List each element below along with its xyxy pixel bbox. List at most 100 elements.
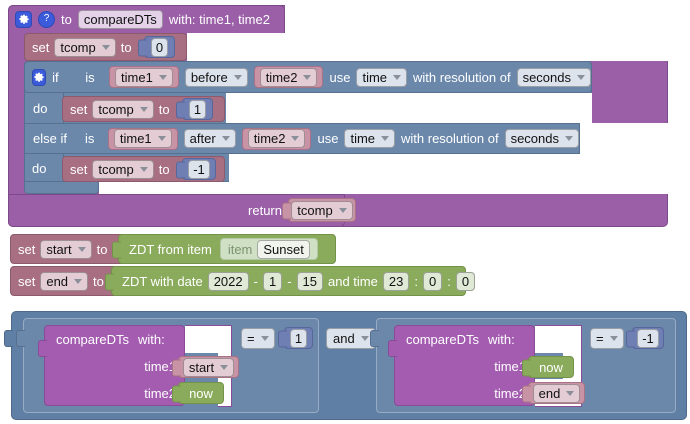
procedure-header[interactable]: ? to compareDTs with: time1, time2 [8,5,285,33]
variable-getter-time1[interactable]: time1 [109,66,179,88]
procedure-name-field[interactable]: compareDTs [77,9,163,29]
variable-dropdown[interactable]: tcomp [54,37,116,57]
variable-getter-time1[interactable]: time1 [107,127,178,150]
variable-getter-return[interactable]: tcomp [282,198,356,222]
operator-value: = [247,331,255,346]
set-end-block[interactable]: set end to [10,266,120,296]
variable-dropdown[interactable]: tcomp [92,99,154,119]
variable-getter-time2[interactable]: time2 [253,66,324,88]
number-block-compare-2[interactable]: -1 [626,327,664,349]
and-operator-dropdown[interactable]: and [326,328,376,349]
value-plug [105,273,114,291]
number-field[interactable]: 1 [188,99,207,119]
variable-getter-end[interactable]: end [522,382,585,404]
chevron-down-icon [303,74,312,80]
zdt-from-item-label: ZDT from item [129,241,212,257]
now-block-1[interactable]: now [172,382,224,404]
time-separator: : [447,273,451,289]
date-separator: - [287,273,292,289]
else-if-condition-row[interactable]: else if is time1 after time2 use time wi [24,123,580,154]
row-gap-1 [187,33,668,61]
resolution-dropdown[interactable]: seconds [504,129,579,148]
day-field[interactable]: 15 [296,271,323,291]
use-dropdown[interactable]: time [356,67,408,87]
variable-dropdown[interactable]: time2 [247,129,306,148]
number-block-1[interactable]: 1 [176,98,213,120]
variable-dropdown[interactable]: start [182,357,235,377]
equality-operator-dropdown-2[interactable]: = [590,328,624,349]
operator-value: before [190,69,228,85]
number-block-minus-1[interactable]: -1 [176,158,216,180]
now-label: now [189,385,213,401]
value-plug [626,330,635,348]
second-field[interactable]: 0 [455,271,476,291]
time-separator: : [414,273,418,289]
variable-dropdown[interactable]: start [40,239,92,259]
is-label: is [85,69,95,85]
resolution-dropdown[interactable]: seconds [516,67,591,87]
help-icon[interactable]: ? [38,10,55,28]
item-name-field[interactable]: Sunset [257,239,310,259]
year-field[interactable]: 2022 [207,271,249,291]
number-field[interactable]: -1 [188,159,210,179]
variable-dropdown[interactable]: time1 [115,67,173,87]
variable-getter-start[interactable]: start [172,356,239,378]
and-time-label: and time [328,273,378,289]
variable-dropdown[interactable]: end [532,383,581,403]
if-do-row-1[interactable]: do [24,93,64,123]
to-label: to [158,161,170,177]
zdt-from-item-block[interactable]: ZDT from item item Sunset [112,234,336,264]
resolution-label: with resolution of [401,131,499,146]
procedure-call-block-1[interactable]: compareDTs with: time1 time2 [38,325,185,406]
comparison-operator-dropdown[interactable]: after [183,129,236,148]
variable-dropdown[interactable]: time2 [259,67,318,87]
do-label: do [33,100,48,116]
variable-getter-time2[interactable]: time2 [241,127,312,150]
gear-icon[interactable] [15,10,32,28]
minute-field[interactable]: 0 [422,271,443,291]
procedure-call-block-2[interactable]: compareDTs with: time1 time2 [388,325,535,406]
gear-icon[interactable] [32,68,47,86]
set-start-block[interactable]: set start to [10,234,127,264]
use-value: time [350,131,376,146]
variable-name: start [46,241,72,257]
variable-name: end [538,385,561,401]
variable-dropdown[interactable]: tcomp [291,200,353,220]
chevron-down-icon [220,364,229,370]
to-label: to [120,39,132,55]
variable-name: tcomp [98,161,134,177]
zdt-with-date-block[interactable]: ZDT with date 2022 - 1 - 15 and time 23 … [105,266,476,296]
use-dropdown[interactable]: time [344,129,396,148]
hour-field[interactable]: 23 [382,271,410,291]
number-field[interactable]: -1 [637,328,659,348]
call-arg-label-time2: time2 [144,386,176,401]
operator-value: after [189,131,216,146]
variable-name: end [46,273,69,289]
number-block-compare-1[interactable]: 1 [278,327,313,349]
variable-name: tcomp [60,39,96,55]
if-do-row-2[interactable] [24,154,64,182]
variable-dropdown[interactable]: end [40,271,89,291]
chevron-down-icon [74,278,83,284]
number-field[interactable]: 1 [289,328,308,348]
chevron-down-icon [233,74,242,80]
chevron-down-icon [158,74,167,80]
if-condition-row[interactable]: if is time1 before time2 use time with r [24,61,592,93]
to-label: to [96,241,108,257]
month-field[interactable]: 1 [262,271,283,291]
now-label: now [539,359,563,375]
variable-dropdown[interactable]: time1 [113,129,172,148]
equality-operator-dropdown-1[interactable]: = [241,328,275,349]
to-label: to [158,101,170,117]
number-block-0[interactable]: 0 [138,36,175,58]
item-block[interactable]: item Sunset [219,238,318,260]
operator-value: = [596,331,604,346]
value-plug [176,161,185,179]
comparison-operator-dropdown[interactable]: before [184,67,248,87]
variable-dropdown[interactable]: tcomp [92,159,154,179]
zdt-with-date-label: ZDT with date [122,273,203,289]
call-name: compareDTs [56,332,129,347]
now-block-2[interactable]: now [522,356,574,378]
number-field[interactable]: 0 [150,37,169,57]
